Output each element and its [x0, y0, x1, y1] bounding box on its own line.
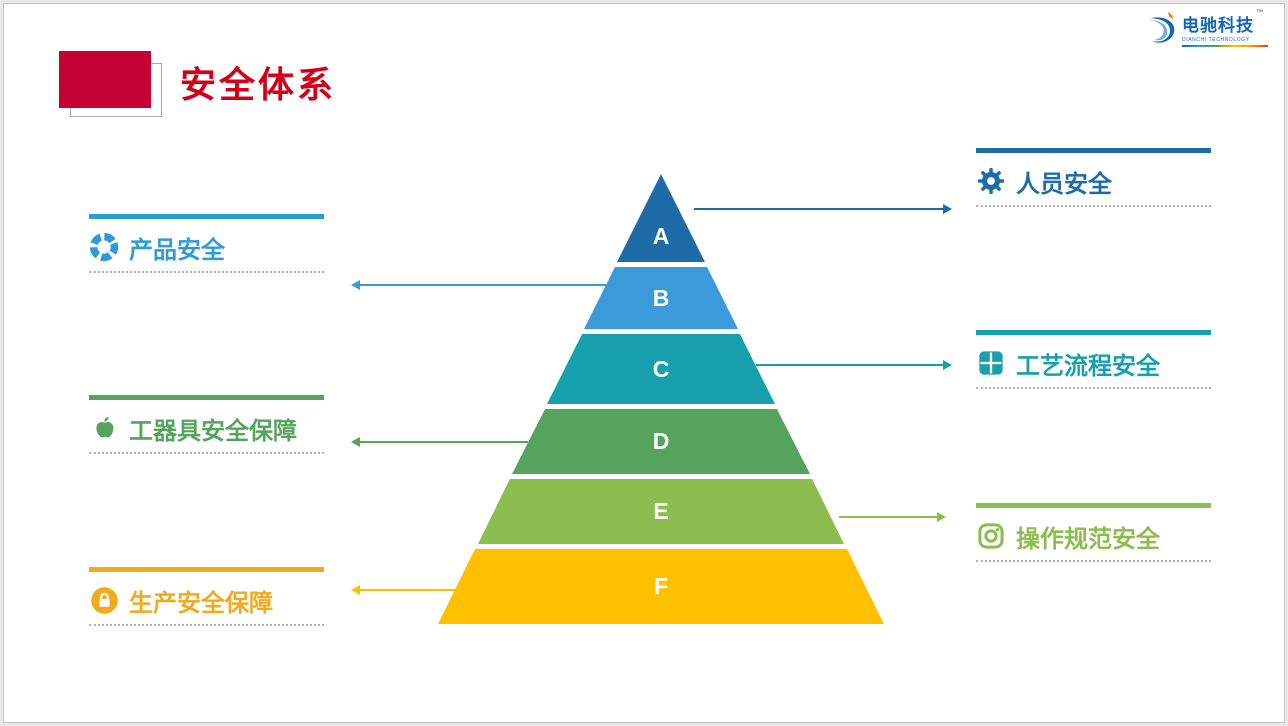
label-top-bar	[976, 148, 1211, 153]
gear-icon	[976, 166, 1006, 196]
arrow-line	[360, 589, 459, 591]
dotted-underline	[89, 271, 324, 273]
label-text: 生产安全保障	[129, 589, 273, 617]
label-text: 工器具安全保障	[129, 417, 297, 445]
aperture-icon	[89, 232, 119, 262]
brand-logo: 电驰科技 ™ DIANCHI TECHNOLOGY	[1141, 9, 1268, 48]
pyramid-level-f-letter: F	[653, 573, 669, 599]
pyramid-level-c-letter: C	[652, 355, 670, 382]
window-grid-icon	[976, 348, 1006, 378]
dotted-underline	[976, 387, 1211, 389]
logo-flame	[1168, 11, 1174, 20]
label-tools-safety: 工器具安全保障	[89, 395, 324, 454]
label-top-bar	[89, 567, 324, 572]
pyramid-level-b-letter: B	[652, 284, 670, 311]
label-top-bar	[89, 395, 324, 400]
label-operation-safety: 操作规范安全	[976, 503, 1211, 562]
arrowhead-left-icon	[351, 585, 360, 595]
pyramid-level-d: D	[512, 409, 810, 474]
pyramid-level-a: A	[617, 174, 705, 262]
label-text: 工艺流程安全	[1016, 352, 1160, 380]
arrow-line	[360, 441, 528, 443]
label-text: 产品安全	[129, 236, 225, 264]
arrow-f-to-production	[351, 585, 459, 595]
logo-trademark: ™	[1256, 9, 1263, 16]
label-production-safety: 生产安全保障	[89, 567, 324, 626]
apple-icon	[89, 413, 119, 443]
pyramid-level-f: F	[438, 549, 884, 624]
logo-brand-text: 电驰科技	[1182, 16, 1254, 35]
arrow-line	[694, 208, 943, 210]
camera-icon	[976, 521, 1006, 551]
logo-caption-text: DIANCHI TECHNOLOGY	[1182, 37, 1250, 43]
title-accent-box	[59, 51, 151, 108]
dotted-underline	[976, 560, 1211, 562]
page-title: 安全体系	[180, 64, 337, 105]
arrow-c-to-process	[756, 360, 952, 370]
pyramid-level-c: C	[547, 334, 775, 404]
arrow-a-to-personnel	[694, 204, 952, 214]
pyramid-level-e: E	[478, 479, 844, 544]
logo-swoosh-icon	[1141, 10, 1181, 48]
lock-icon	[89, 585, 119, 615]
logo-rainbow-bar	[1182, 45, 1268, 47]
label-personnel-safety: 人员安全	[976, 148, 1211, 207]
arrow-line	[839, 516, 937, 518]
arrow-line	[756, 364, 943, 366]
pyramid-level-d-letter: D	[652, 428, 670, 454]
label-text: 人员安全	[1016, 170, 1112, 198]
pyramid-level-a-letter: A	[652, 223, 670, 249]
arrowhead-right-icon	[943, 360, 952, 370]
label-top-bar	[89, 214, 324, 219]
dotted-underline	[89, 624, 324, 626]
label-product-safety: 产品安全	[89, 214, 324, 273]
label-top-bar	[976, 330, 1211, 335]
arrow-e-to-operation	[839, 512, 946, 522]
label-text: 操作规范安全	[1016, 525, 1160, 553]
arrowhead-left-icon	[351, 280, 360, 290]
arrowhead-left-icon	[351, 437, 360, 447]
pyramid-level-b: B	[584, 267, 738, 329]
dotted-underline	[89, 452, 324, 454]
arrow-b-to-product	[351, 280, 606, 290]
pyramid-level-e-letter: E	[653, 498, 669, 524]
arrow-line	[360, 284, 606, 286]
arrowhead-right-icon	[943, 204, 952, 214]
arrow-d-to-tools	[351, 437, 528, 447]
dotted-underline	[976, 205, 1211, 207]
label-process-safety: 工艺流程安全	[976, 330, 1211, 389]
label-top-bar	[976, 503, 1211, 508]
arrowhead-right-icon	[937, 512, 946, 522]
slide: 安全体系 电驰科技 ™ DIANCHI TECHNOLOGY A B C D	[3, 3, 1285, 723]
